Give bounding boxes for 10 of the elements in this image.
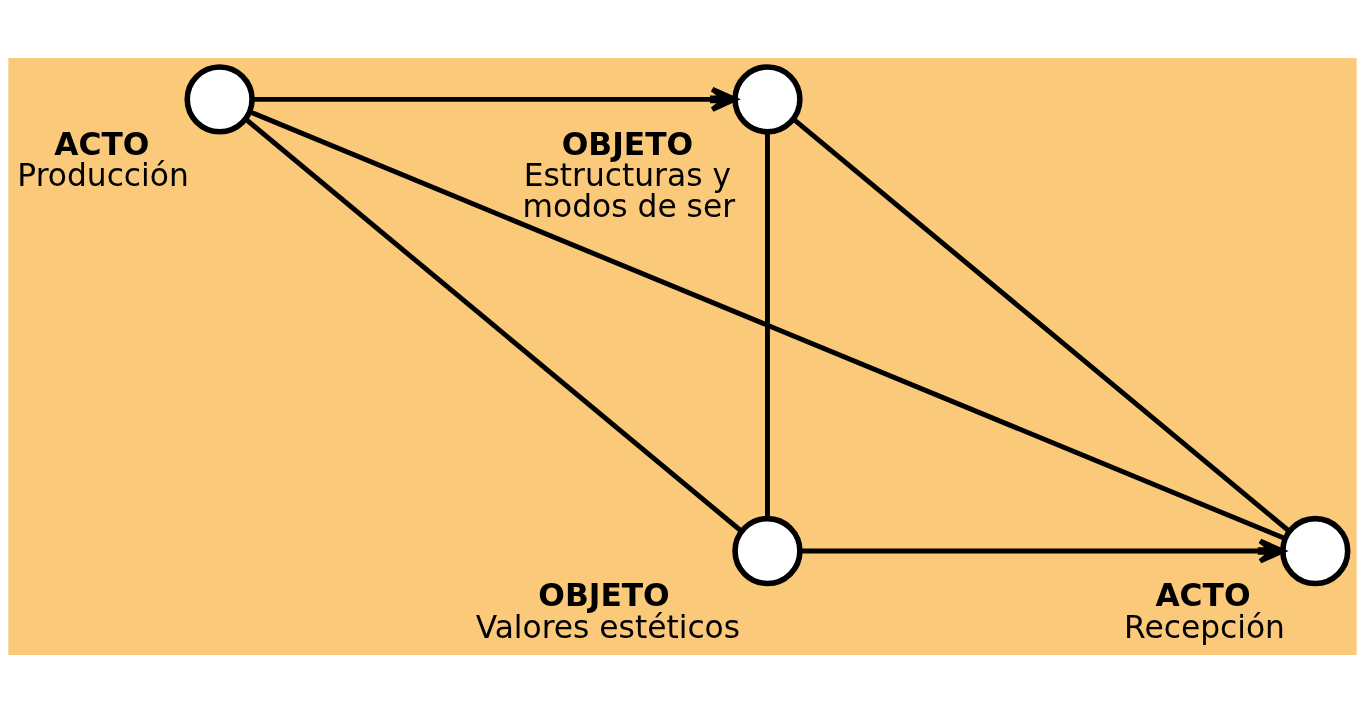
- node-circle: [184, 63, 255, 135]
- connector: [244, 116, 744, 533]
- node-circle: [732, 63, 803, 135]
- connector: [765, 131, 770, 518]
- connector: [792, 116, 1291, 533]
- arrow: [252, 86, 738, 112]
- node-circle: [1280, 515, 1351, 586]
- connector: [249, 109, 1286, 541]
- node-circle: [732, 515, 803, 586]
- arrow: [800, 538, 1286, 564]
